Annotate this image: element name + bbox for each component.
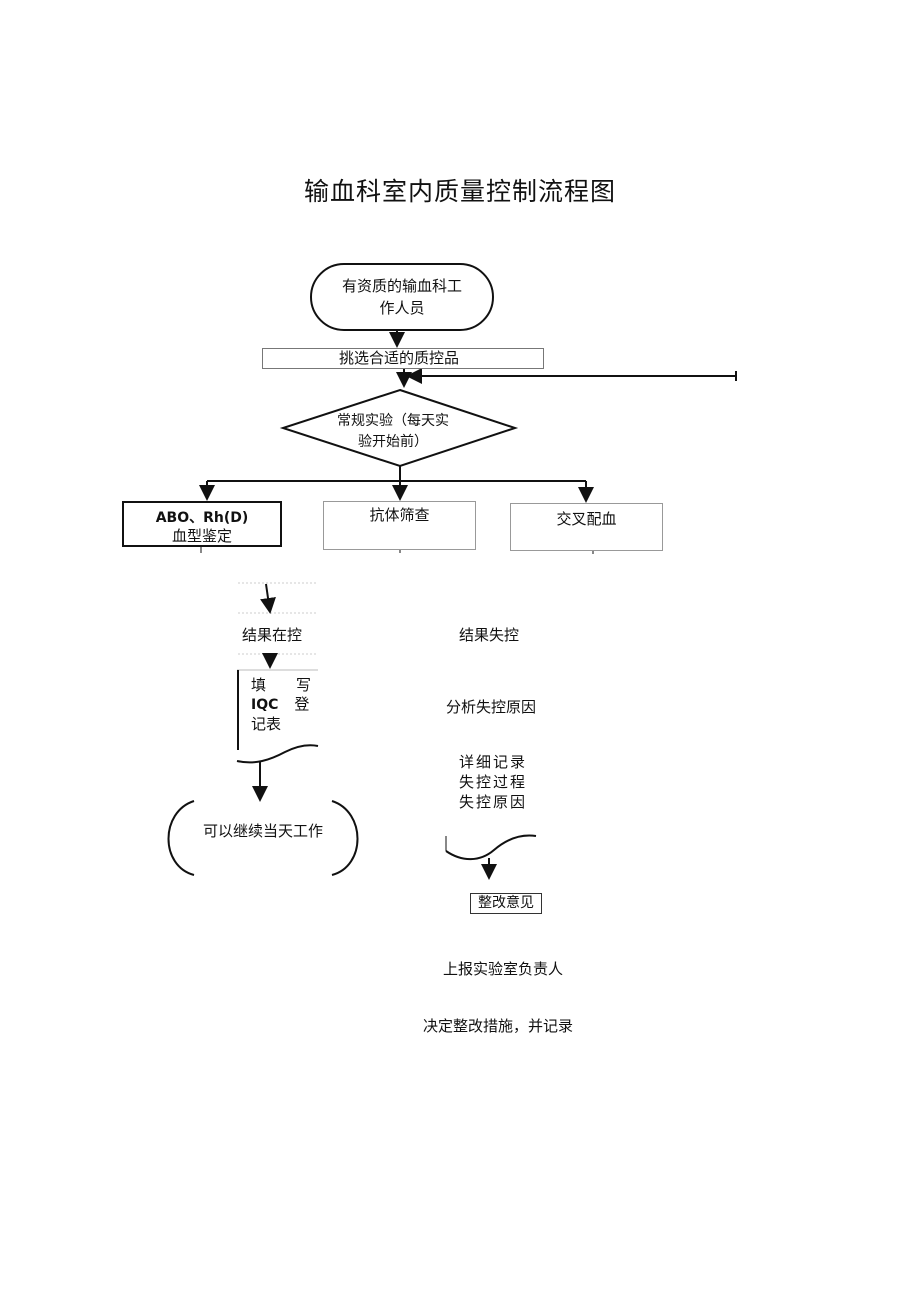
start-terminator: 有资质的输血科工作人员 <box>310 263 494 331</box>
record-line-1: 详细记录 <box>459 753 528 771</box>
arrow-to-in-control <box>260 583 276 614</box>
start-label: 有资质的输血科工作人员 <box>341 277 462 317</box>
in-control-label: 结果在控 <box>242 626 303 644</box>
crossmatch-box: 交叉配血 <box>510 503 663 551</box>
fill-word-2a: IQC <box>251 697 279 713</box>
decide-label: 决定整改措施，并记录 <box>423 1017 574 1035</box>
select-qc-label: 挑选合适的质控品 <box>339 349 460 367</box>
continue-left-bracket <box>167 800 195 876</box>
abo-line-1: ABO、Rh(D) <box>155 510 249 526</box>
report-label: 上报实验室负责人 <box>443 960 564 978</box>
fill-word-3: 记表 <box>251 715 282 733</box>
iqc-document-wave <box>236 744 319 764</box>
analyze-cause-label: 分析失控原因 <box>446 698 537 716</box>
record-line-2: 失控过程 <box>459 773 528 791</box>
routine-decision-label: 常规实验（每天实 验开始前） <box>318 411 468 453</box>
continue-work-label: 可以继续当天工作 <box>203 822 324 840</box>
page-title: 输血科室内质量控制流程图 <box>303 177 616 206</box>
antibody-label: 抗体筛查 <box>369 506 430 524</box>
opinion-label: 整改意见 <box>478 895 534 911</box>
routine-line-2: 验开始前） <box>358 434 428 450</box>
record-document-wave <box>445 834 537 861</box>
fill-word-1a: 填 <box>251 676 267 694</box>
select-qc-box: 挑选合适的质控品 <box>262 348 544 369</box>
continue-right-bracket <box>331 800 359 876</box>
abo-line-2: 血型鉴定 <box>171 527 232 545</box>
iqc-record-document: 填 写 IQC 登 记表 <box>237 670 318 750</box>
routine-line-1: 常规实验（每天实 <box>337 413 449 429</box>
out-of-control-label: 结果失控 <box>459 626 520 644</box>
abo-rh-box: ABO、Rh(D) 血型鉴定 <box>122 501 282 547</box>
record-block: 详细记录 失控过程 失控原因 <box>459 752 527 812</box>
crossmatch-label: 交叉配血 <box>556 510 617 528</box>
opinion-box: 整改意见 <box>470 893 542 914</box>
antibody-screen-box: 抗体筛查 <box>323 501 476 550</box>
fill-word-1b: 写 <box>296 676 312 694</box>
record-line-3: 失控原因 <box>459 793 528 811</box>
fill-word-2b: 登 <box>294 695 310 713</box>
